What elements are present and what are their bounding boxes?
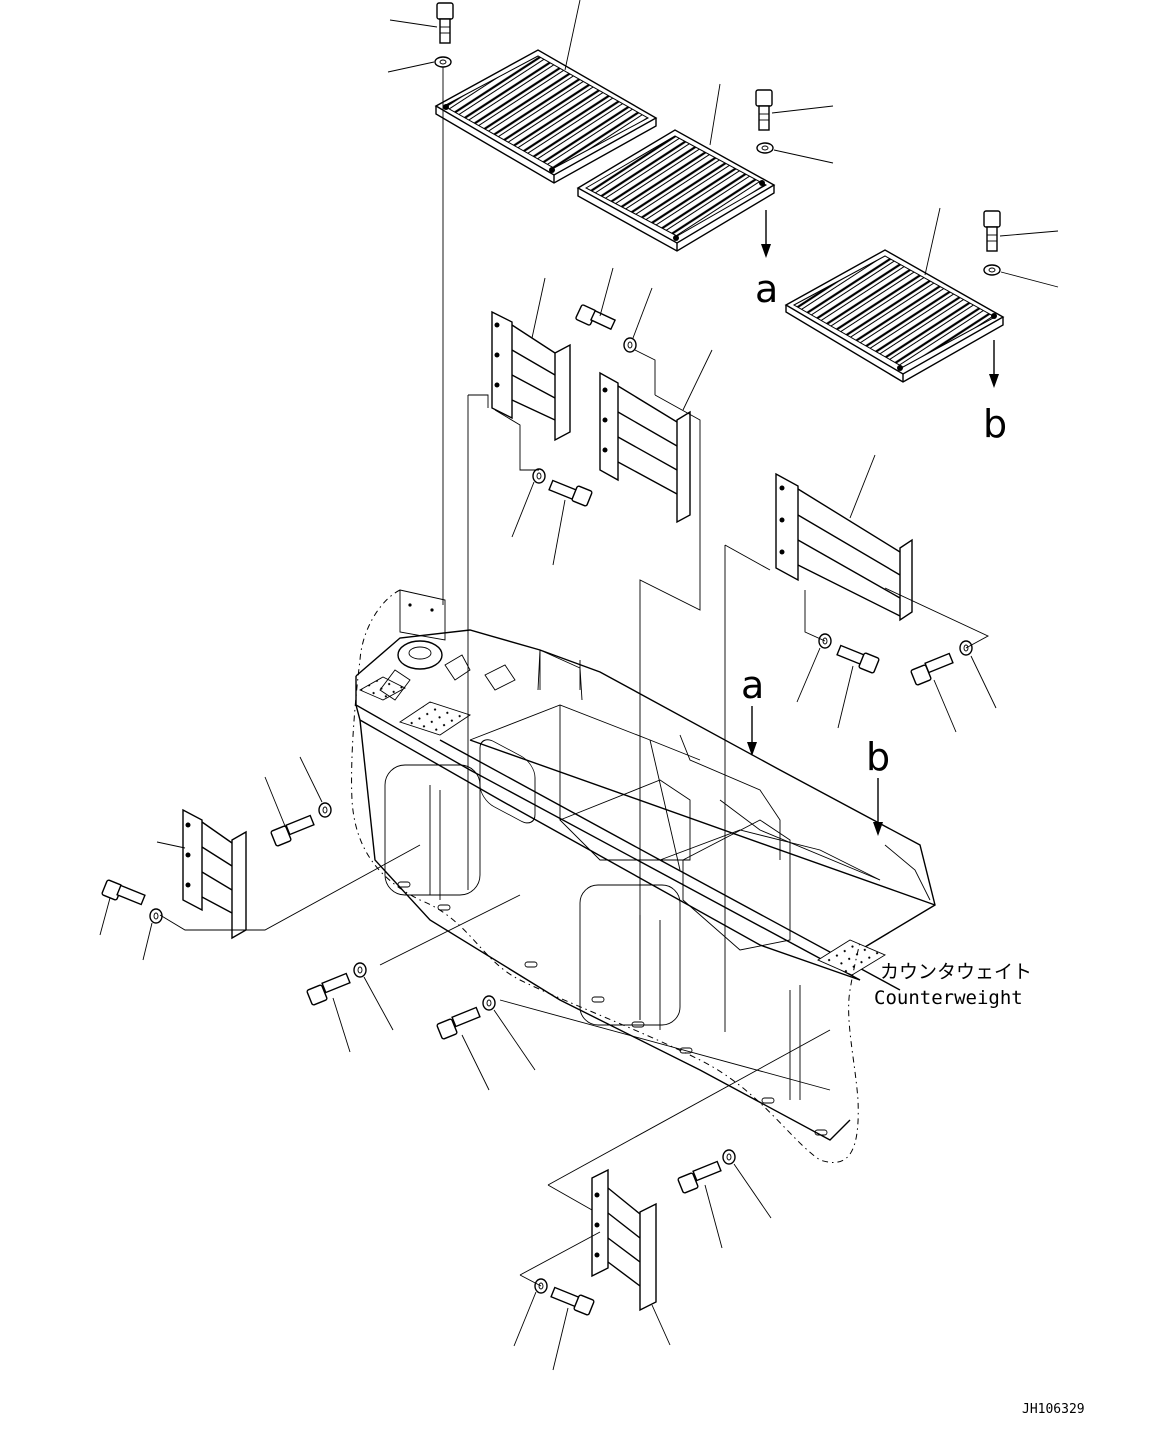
assembly-lines bbox=[159, 67, 989, 1287]
washer-low-3 bbox=[722, 1149, 772, 1219]
side-cover-3 bbox=[775, 454, 913, 622]
revolving-frame bbox=[355, 589, 936, 1141]
bolt-top-2 bbox=[755, 89, 834, 131]
ref-label-a-frame: a bbox=[741, 663, 764, 707]
side-cover-4 bbox=[156, 808, 247, 940]
bolt-left-2 bbox=[99, 879, 146, 936]
washer-top-3 bbox=[983, 264, 1059, 288]
washer-mid-3 bbox=[796, 633, 832, 703]
ref-label-a-top: a bbox=[755, 267, 778, 311]
ref-label-b-top: b bbox=[983, 402, 1007, 446]
washer-low-1 bbox=[353, 962, 394, 1031]
washer-low-2 bbox=[482, 995, 536, 1071]
ref-label-b-frame: b bbox=[866, 735, 890, 779]
washer-left-1 bbox=[299, 756, 332, 818]
grating-leaders bbox=[564, 0, 941, 276]
washer-top-1 bbox=[387, 56, 452, 73]
washer-mid-2 bbox=[511, 468, 546, 538]
drawing-code: JH106329 bbox=[1022, 1402, 1085, 1417]
ref-arrow-b-frame: b bbox=[866, 735, 890, 836]
slots bbox=[397, 881, 828, 1136]
counterweight-label-jp: カウンタウェイト bbox=[880, 961, 1032, 983]
counterweight-label: カウンタウェイト Counterweight bbox=[874, 961, 1032, 1009]
bolt-low-1 bbox=[306, 972, 351, 1053]
bolt-low-2 bbox=[436, 1006, 490, 1091]
side-cover-2 bbox=[599, 349, 713, 524]
washer-low-4 bbox=[513, 1278, 548, 1347]
bolt-mid-3 bbox=[836, 644, 880, 729]
bolt-mid-2 bbox=[548, 479, 593, 566]
bolt-mid-1 bbox=[575, 267, 617, 331]
bolt-low-4 bbox=[550, 1286, 595, 1371]
counterweight-outline bbox=[351, 589, 861, 1163]
ref-arrow-b-top: b bbox=[983, 340, 1007, 446]
bolt-top-3 bbox=[983, 210, 1059, 252]
counterweight-label-en: Counterweight bbox=[874, 987, 1023, 1009]
washer-left-2 bbox=[142, 908, 163, 961]
grating-2 bbox=[576, 129, 776, 252]
bolt-left-1 bbox=[264, 776, 315, 847]
bolt-top-1 bbox=[389, 2, 454, 44]
side-cover-1 bbox=[491, 277, 571, 442]
side-cover-5 bbox=[591, 1168, 671, 1346]
bolt-low-3 bbox=[677, 1160, 723, 1249]
washer-top-2 bbox=[756, 142, 834, 164]
grating-3 bbox=[784, 249, 1005, 383]
grating-1 bbox=[434, 49, 658, 184]
bolt-mid-4 bbox=[910, 652, 957, 733]
ref-arrow-a-top: a bbox=[755, 210, 778, 311]
ref-arrow-a-frame: a bbox=[741, 663, 764, 756]
washer-mid-1 bbox=[623, 287, 653, 353]
washer-mid-4 bbox=[959, 640, 997, 709]
